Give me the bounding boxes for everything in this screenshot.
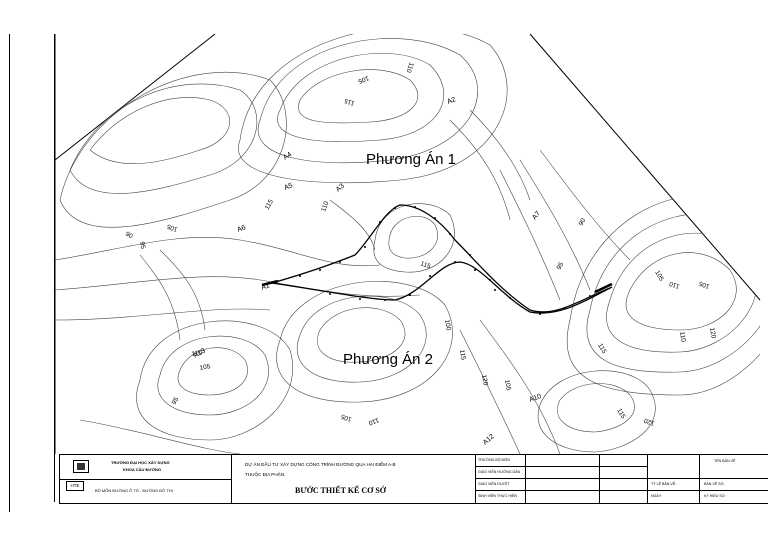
svg-text:105: 105 — [340, 412, 353, 422]
project-location: THUỘC ĐỊA PHẬN: — [245, 472, 286, 477]
svg-text:115: 115 — [615, 408, 626, 421]
route-stakes — [299, 206, 591, 315]
map-boundary — [54, 33, 216, 161]
role-row: GIÁO VIÊN DUYỆT — [478, 482, 510, 486]
station-label: A2 — [446, 96, 457, 106]
station-label: A7 — [531, 210, 542, 221]
station-markers: A1 A2 A3 A4 A5 A6 A7 A13 A10 A12 — [193, 96, 543, 446]
svg-text:120: 120 — [708, 327, 717, 339]
svg-text:105: 105 — [653, 270, 665, 283]
svg-text:115: 115 — [419, 260, 431, 270]
svg-text:100: 100 — [443, 319, 452, 331]
option-1-label: Phương Án 1 — [366, 151, 456, 168]
drawing-name-label: TÊN BẢN VẼ — [714, 459, 736, 463]
role-row: TRƯỞNG BỘ MÔN — [478, 458, 510, 462]
svg-text:110: 110 — [191, 349, 203, 358]
start-point-a — [261, 279, 279, 287]
svg-text:120: 120 — [643, 416, 656, 426]
stage-title: BƯỚC THIẾT KẾ CƠ SỞ — [295, 486, 386, 495]
svg-text:115: 115 — [343, 96, 355, 106]
svg-text:105: 105 — [357, 74, 370, 84]
scale-label: TỶ LỆ BẢN VẼ: — [651, 482, 677, 486]
svg-text:105: 105 — [698, 279, 711, 289]
contour-value-labels: 105 110 115 105 90 95 115 110 115 100 11… — [124, 61, 717, 426]
date-label: NGÀY: — [651, 494, 662, 498]
route-option-1 — [271, 204, 611, 313]
svg-text:110: 110 — [367, 416, 379, 426]
drawing-no-label: BẢN VẼ SỐ: — [704, 482, 725, 486]
faculty-name: KHOA CẦU ĐƯỜNG — [123, 467, 162, 472]
station-label: A4 — [282, 151, 293, 162]
station-label: A5 — [283, 182, 294, 192]
route-option-2 — [271, 261, 613, 314]
project-name: DỰ ÁN ĐẦU TƯ XÂY DỰNG CÔNG TRÌNH ĐƯỜNG Q… — [245, 462, 396, 467]
svg-text:95: 95 — [138, 241, 146, 250]
option-2-label: Phương Án 2 — [343, 351, 433, 368]
school-name: TRƯỜNG ĐẠI HỌC XÂY DỰNG — [111, 460, 170, 465]
map-boundary-right — [529, 33, 761, 301]
svg-text:105: 105 — [503, 379, 512, 391]
university-logo — [73, 460, 89, 473]
svg-text:110: 110 — [404, 61, 414, 73]
svg-text:110: 110 — [678, 331, 687, 343]
svg-text:110: 110 — [320, 200, 330, 212]
role-row: SINH VIÊN THỰC HIỆN — [478, 494, 517, 498]
svg-text:90: 90 — [578, 217, 588, 227]
svg-text:90: 90 — [124, 231, 134, 241]
sheet-no-label: KÝ HIỆU SỐ: — [704, 494, 726, 498]
role-row: GIÁO VIÊN HƯỚNG DẪN — [478, 470, 521, 474]
svg-text:95: 95 — [556, 261, 566, 271]
sheet-border-left — [9, 34, 10, 512]
svg-text:105: 105 — [199, 363, 211, 372]
svg-text:95: 95 — [171, 396, 181, 406]
station-label: A3 — [335, 183, 346, 194]
station-label: A10 — [528, 393, 542, 404]
station-label: A12 — [482, 433, 496, 446]
department-name: BỘ MÔN ĐƯỜNG Ô TÔ - ĐƯỜNG ĐÔ THỊ — [95, 488, 173, 493]
station-label: A6 — [236, 224, 247, 234]
svg-text:115: 115 — [458, 349, 467, 361]
svg-text:120: 120 — [480, 374, 489, 386]
end-point-b — [594, 282, 613, 294]
svg-text:105: 105 — [166, 222, 179, 232]
station-label: A1 — [260, 282, 271, 292]
svg-text:110: 110 — [668, 279, 680, 289]
contour-lines — [55, 34, 760, 454]
title-block: TRƯỜNG ĐẠI HỌC XÂY DỰNG KHOA CẦU ĐƯỜNG B… — [59, 454, 768, 504]
hte-logo: HTE — [66, 481, 84, 491]
svg-text:115: 115 — [264, 198, 275, 211]
svg-text:115: 115 — [596, 343, 607, 356]
